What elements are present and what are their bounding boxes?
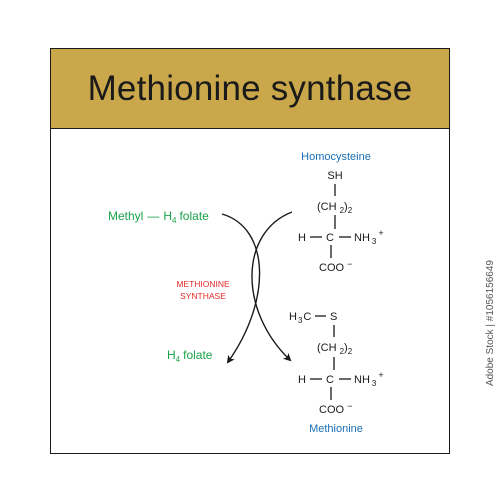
product-h: H bbox=[167, 348, 176, 362]
product-sub: 4 bbox=[176, 355, 181, 364]
enzyme-line2: SYNTHASE bbox=[180, 291, 226, 301]
svg-text:H3C: H3C bbox=[289, 311, 311, 325]
h-sub: 4 bbox=[172, 216, 177, 225]
h-text: H bbox=[163, 209, 172, 223]
methyl-text: Methyl bbox=[108, 209, 143, 223]
svg-text:COO−: COO− bbox=[319, 259, 352, 274]
methionine-c: C bbox=[326, 374, 334, 386]
enzyme-line1: METHIONINE bbox=[176, 279, 230, 289]
enzyme-label: METHIONINE SYNTHASE bbox=[176, 279, 230, 301]
svg-text:(CH2)2: (CH2)2 bbox=[317, 201, 353, 215]
arrow-methyl-to-h4 bbox=[221, 213, 261, 364]
watermark-text: Adobe Stock | #1056156649 bbox=[485, 260, 496, 387]
diagram-panel: Methionine synthase bbox=[50, 48, 450, 454]
methionine-h: H bbox=[298, 374, 306, 386]
svg-text:(CH2)2: (CH2)2 bbox=[317, 342, 353, 356]
homocysteine-name: Homocysteine bbox=[301, 151, 371, 163]
folate-text: folate bbox=[179, 209, 209, 223]
svg-text:NH3+: NH3+ bbox=[354, 228, 384, 246]
methionine-s: S bbox=[330, 311, 337, 323]
arrow-homocysteine-to-methionine bbox=[251, 211, 293, 362]
homocysteine-c: C bbox=[326, 232, 334, 244]
dash-text: — bbox=[147, 209, 159, 223]
product-folate: folate bbox=[183, 348, 213, 362]
methionine-name: Methionine bbox=[309, 423, 363, 435]
title-banner: Methionine synthase bbox=[51, 49, 449, 129]
svg-text:COO−: COO− bbox=[319, 401, 352, 416]
homocysteine-h: H bbox=[298, 232, 306, 244]
page-title: Methionine synthase bbox=[87, 68, 413, 108]
homocysteine-sh: SH bbox=[327, 170, 342, 182]
svg-text:NH3+: NH3+ bbox=[354, 370, 384, 388]
